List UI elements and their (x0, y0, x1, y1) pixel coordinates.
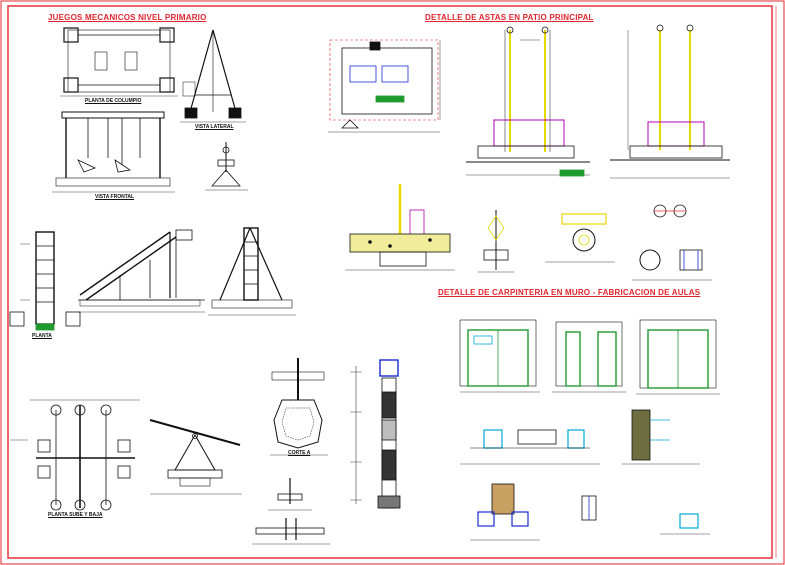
detalle-carpinteria-4-drawing (581, 495, 710, 535)
title-carpinteria: DETALLE DE CARPINTERIA EN MURO - FABRICA… (438, 288, 701, 297)
label-corte-a: CORTE A (288, 450, 311, 456)
label-planta-sube-baja: PLANTA SUBE Y BAJA (48, 512, 103, 518)
detalle-platina-drawing (478, 210, 514, 273)
vista-frontal-drawing (52, 111, 175, 193)
drawing-juegos (9, 27, 330, 545)
label-vista-lateral: VISTA LATERAL (195, 124, 234, 130)
sube-baja-elevacion-drawing (149, 419, 242, 495)
planta-sube-baja-drawing (10, 399, 140, 511)
puerta-2-drawing (552, 321, 626, 393)
puerta-1-drawing (459, 319, 540, 393)
muro-seccion-drawing (350, 359, 401, 509)
label-planta: PLANTA (32, 333, 52, 339)
label-vista-frontal: VISTA FRONTAL (95, 194, 135, 200)
detalle-argolla-drawing (632, 204, 712, 281)
detalle-carpinteria-2-drawing (622, 409, 700, 465)
planta-astas-drawing (328, 39, 441, 133)
corte-a-drawing (270, 358, 328, 456)
drawing-astas (328, 24, 730, 281)
cimentacion-asta-drawing (345, 184, 455, 271)
title-astas: DETALLE DE ASTAS EN PATIO PRINCIPAL (425, 13, 594, 22)
detalle-carpinteria-3-drawing (470, 483, 540, 541)
detalle-carpinteria-1-drawing (460, 429, 600, 465)
vista-lateral-drawing (180, 29, 246, 123)
gancho-detalle-drawing (205, 142, 248, 191)
detalle-anclaje-drawing (252, 478, 330, 545)
detalle-polea-drawing (545, 213, 615, 263)
tobogan-drawing (78, 229, 205, 313)
escalera-drawing (9, 231, 81, 331)
title-juegos: JUEGOS MECANICOS NIVEL PRIMARIO (48, 13, 207, 22)
puerta-3-drawing (636, 319, 720, 395)
planta-columpio-drawing (60, 27, 178, 97)
label-planta-columpio: PLANTA DE COLUMPIO (85, 98, 142, 104)
asta-elevacion-1-drawing (466, 26, 590, 177)
escalera-lateral-drawing (208, 227, 296, 316)
asta-elevacion-2-drawing (610, 24, 730, 179)
drawing-carpinteria (350, 319, 720, 541)
